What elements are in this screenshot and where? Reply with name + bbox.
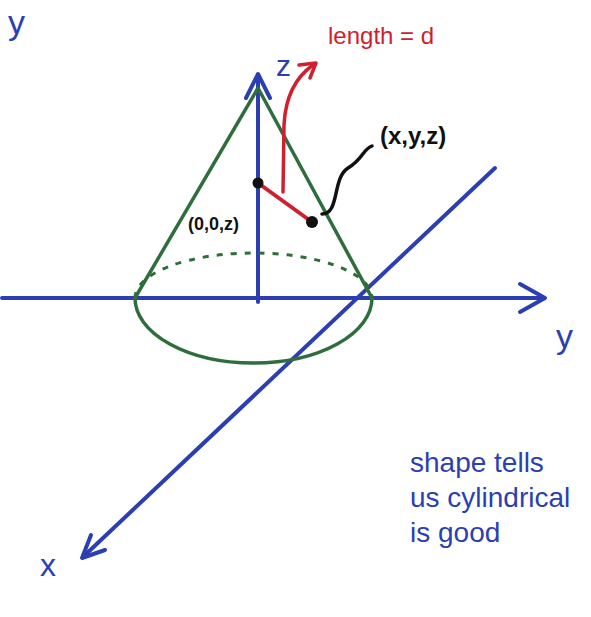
- cone-base-back: [135, 253, 372, 298]
- callout-note: length = d: [328, 22, 434, 51]
- leader-line: [322, 146, 372, 214]
- axis-point: [253, 178, 264, 189]
- surface-point: [306, 216, 318, 228]
- callout-arrowhead: [299, 63, 316, 78]
- cone-base-front: [135, 298, 372, 363]
- z-axis-arrowhead: [246, 74, 270, 98]
- z-axis: [256, 78, 260, 302]
- axis-label: z: [276, 48, 291, 84]
- point-label: (0,0,z): [186, 214, 241, 236]
- note-text: shape tells us cylindrical is good: [410, 445, 576, 550]
- y-axis: [2, 296, 542, 300]
- point-label: (x,y,z): [380, 122, 446, 151]
- cone-side: [135, 88, 372, 298]
- y-axis-arrowhead: [520, 284, 545, 312]
- axis-label: y: [556, 316, 573, 357]
- corner-letter: y: [8, 2, 25, 43]
- axis-label: x: [40, 546, 56, 584]
- distance-segment: [258, 183, 312, 222]
- callout-arrow: [283, 65, 313, 192]
- x-axis-arrowhead: [82, 535, 105, 558]
